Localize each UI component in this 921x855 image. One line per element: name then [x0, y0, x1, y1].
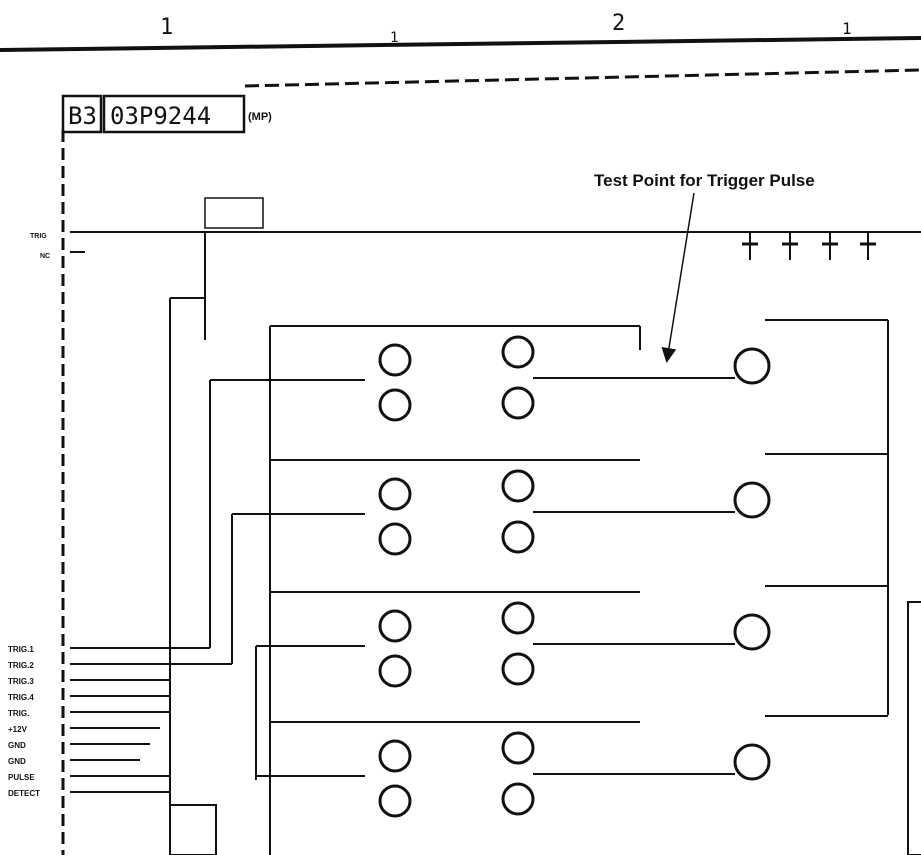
top-pin-label: TRIG: [30, 233, 47, 240]
connector-pin-label: DETECT: [8, 789, 40, 798]
top-pin-label: NC: [40, 253, 50, 260]
board-outline-top: [244, 68, 921, 88]
connector-pin-label: PULSE: [8, 773, 35, 782]
frame-top-line: [0, 36, 921, 52]
part-suffix: (MP): [248, 111, 272, 123]
board-id: B3: [68, 102, 97, 130]
connector-pin-label: TRIG.: [8, 709, 29, 718]
connector-pin-label: GND: [8, 741, 26, 750]
test-point-callout: Test Point for Trigger Pulse: [594, 171, 815, 190]
callout-arrow: [661, 192, 695, 363]
part-number: 03P9244: [110, 102, 211, 130]
connector-pin-label: TRIG.4: [8, 693, 34, 702]
connector-block: TRIG.1 TRIG.2 TRIG.3 TRIG.4 TRIG. +12V G…: [8, 645, 232, 855]
board-id-box: [61, 94, 103, 134]
resistor-network: [204, 197, 264, 229]
top-capacitors: [742, 232, 876, 260]
connector-pin-label: TRIG.1: [8, 645, 34, 654]
part-number-box: [102, 94, 246, 134]
connector-pin-label: +12V: [8, 725, 28, 734]
connector-pin-label: TRIG.2: [8, 661, 34, 670]
zone-marker: 1: [842, 19, 852, 38]
zone-marker: 1: [390, 30, 398, 46]
zone-marker: 1: [160, 15, 173, 40]
connector-pin-label: GND: [8, 757, 26, 766]
zone-marker: 2: [612, 11, 625, 36]
right-block: [907, 601, 921, 855]
connector-pin-label: TRIG.3: [8, 677, 34, 686]
driver-stages: [210, 319, 888, 855]
